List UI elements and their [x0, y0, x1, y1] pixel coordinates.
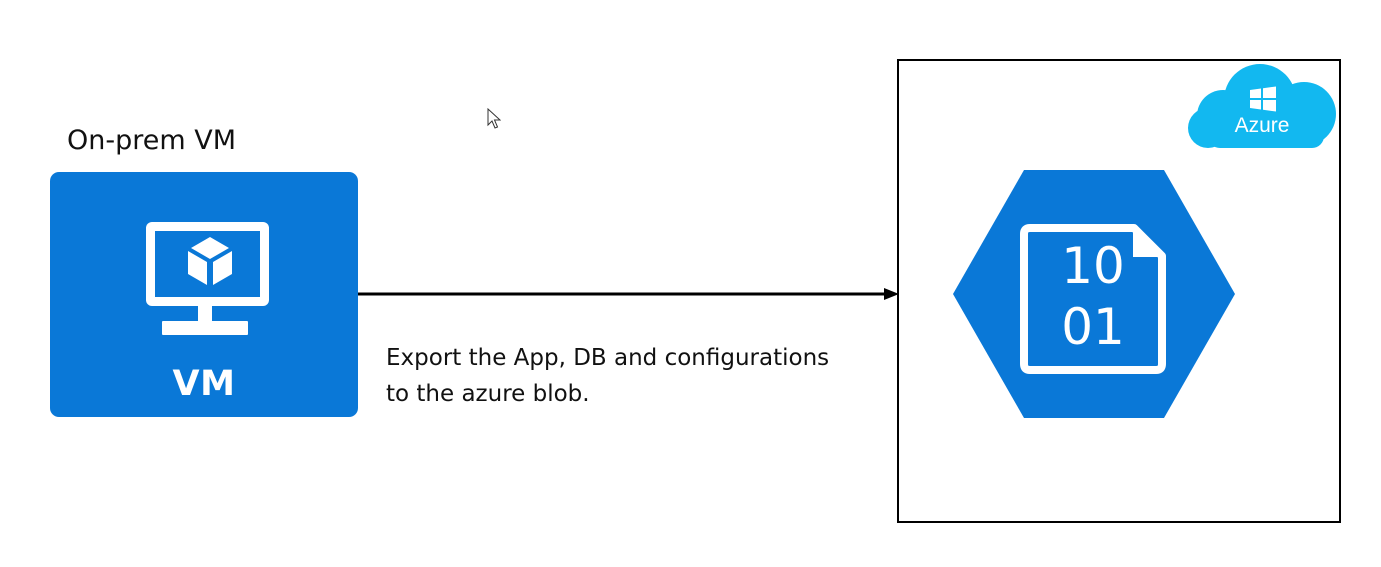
arrow-right-icon	[358, 288, 899, 300]
caption-line-2: to the azure blob.	[386, 381, 590, 407]
caption-line-1: Export the App, DB and configurations	[386, 345, 830, 371]
blob-bits-line-2: 01	[1061, 298, 1125, 356]
vm-tile-label: VM	[172, 364, 236, 404]
vm-monitor-cube-icon	[146, 222, 269, 335]
azure-cloud-windows-icon	[1188, 64, 1336, 148]
mouse-pointer-icon	[487, 108, 501, 129]
azure-cloud-label: Azure	[1234, 114, 1290, 137]
onprem-vm-title: On-prem VM	[67, 125, 237, 156]
blob-bits-line-1: 10	[1061, 237, 1125, 295]
hexagon-binary-file-icon	[953, 170, 1235, 418]
connection-caption: Export the App, DB and configurations to…	[386, 340, 829, 412]
vm-tile[interactable]: VM	[50, 172, 358, 417]
